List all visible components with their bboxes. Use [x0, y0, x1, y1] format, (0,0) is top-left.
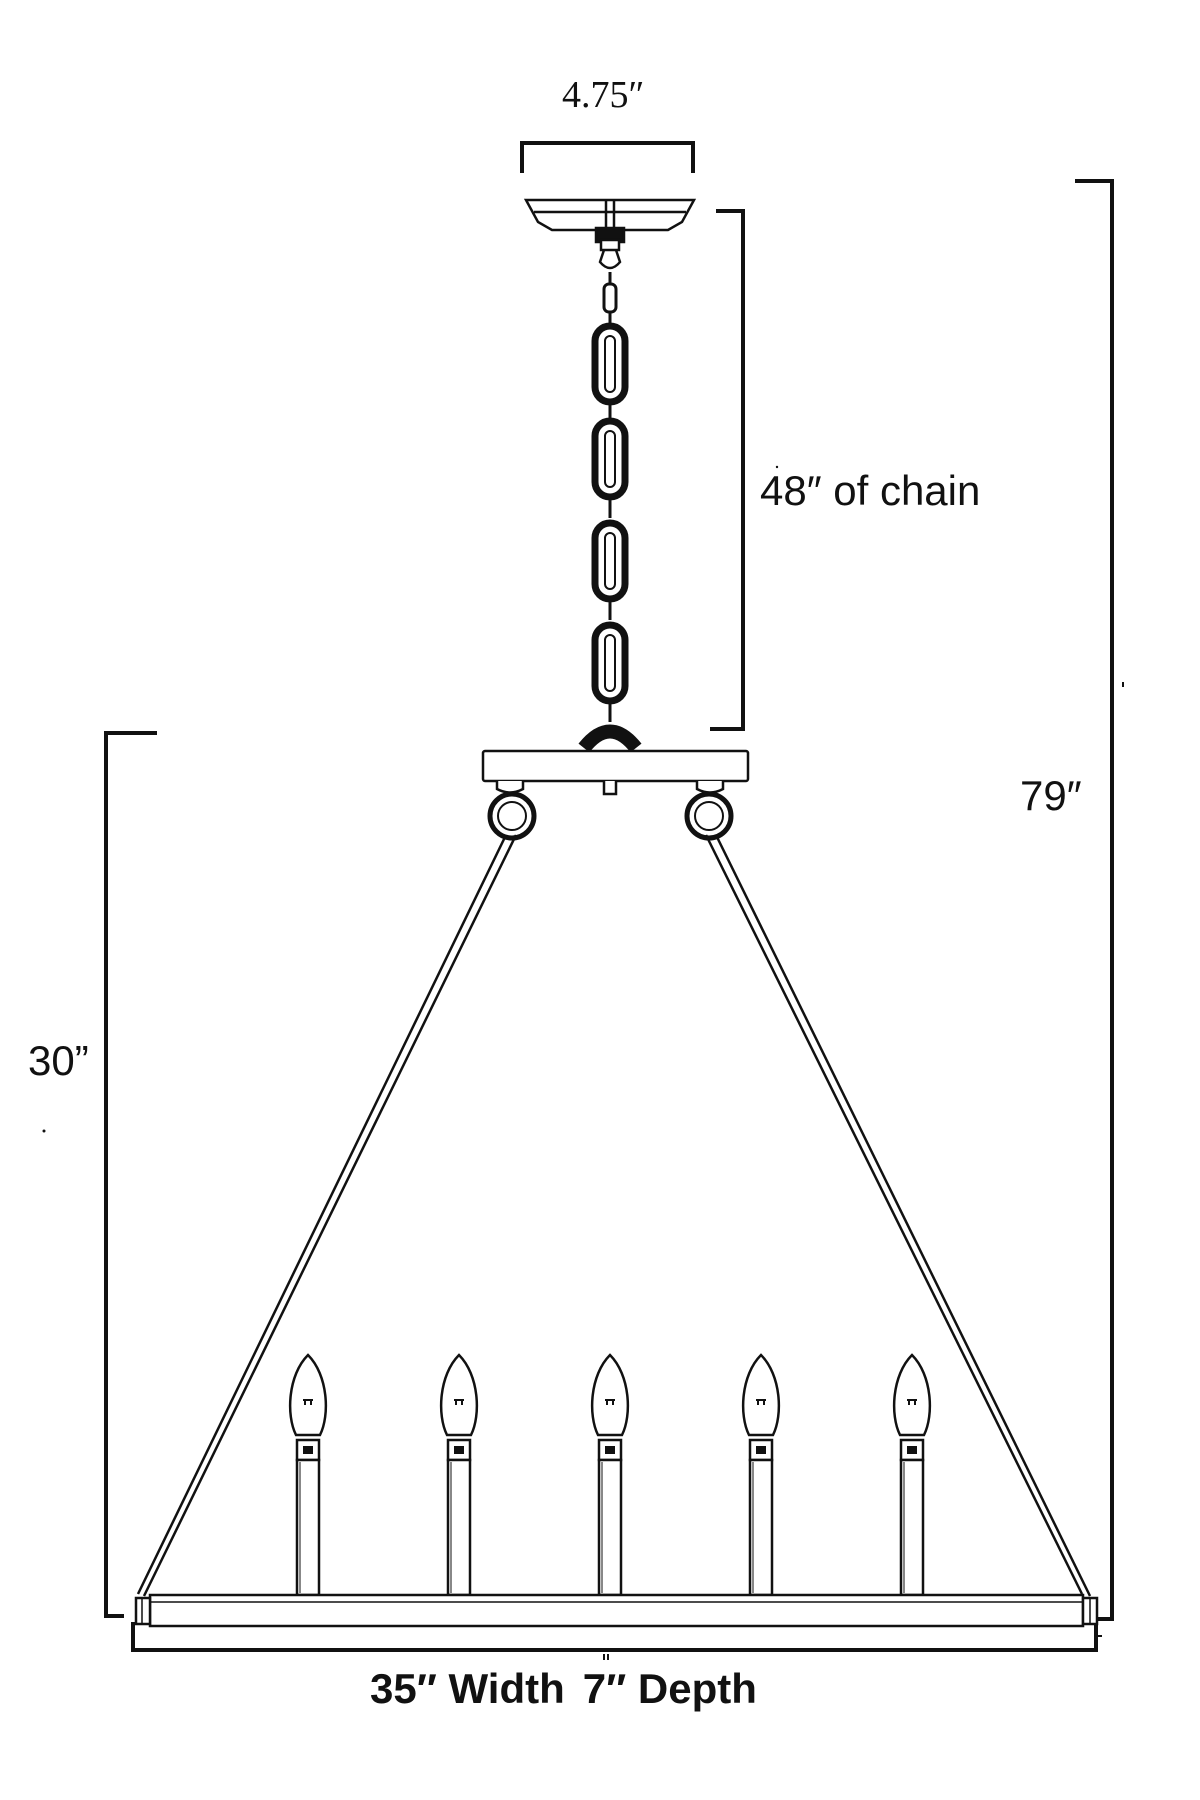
body-height-bracket	[42, 731, 157, 1618]
chain-link	[591, 621, 629, 722]
ceiling-canopy	[523, 198, 697, 252]
chain-link	[591, 417, 629, 518]
candle-bulb	[741, 1353, 781, 1597]
canopy-width-bracket	[520, 141, 695, 173]
width-bracket	[131, 1622, 1102, 1660]
overall-height-label: 79″	[1020, 772, 1082, 819]
mounting-plate	[481, 749, 750, 796]
candle-arms	[288, 1353, 932, 1597]
stray-dot	[775, 465, 779, 469]
overall-height-bracket	[1075, 179, 1124, 1621]
depth-label: 7″ Depth	[582, 1665, 757, 1712]
chain	[578, 249, 642, 753]
chain-link	[591, 322, 629, 423]
chain-length-label: 48″ of chain	[760, 467, 981, 514]
candle-bulb	[439, 1353, 479, 1597]
candle-bulb	[590, 1353, 630, 1597]
suspension-rods	[136, 834, 1092, 1597]
chain-link	[591, 519, 629, 620]
bottom-frame	[134, 1593, 1099, 1628]
candle-bulb	[288, 1353, 328, 1597]
right-suspension-ring	[684, 791, 734, 841]
width-label: 35″ Width	[370, 1665, 565, 1712]
left-suspension-ring	[487, 791, 537, 841]
width-depth-label: 35″ Width 7″ Depth	[370, 1668, 775, 1710]
canopy-width-label: 4.75″	[562, 74, 645, 116]
chain-length-bracket	[710, 209, 745, 731]
body-height-label: 30”	[28, 1037, 89, 1084]
candle-bulb	[892, 1353, 932, 1597]
